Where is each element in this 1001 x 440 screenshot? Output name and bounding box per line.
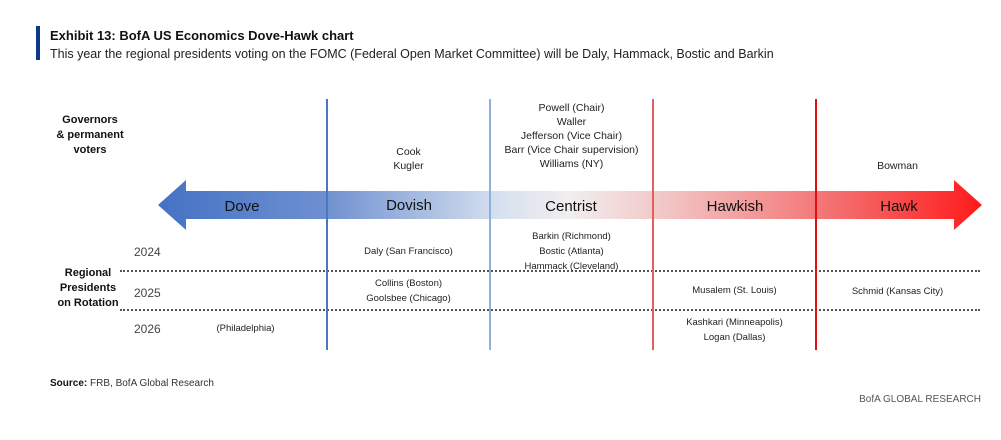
governors-row-label: Governors & permanent voters: [56, 114, 124, 156]
source-label: Source:: [50, 378, 88, 389]
regional-2025-hawk: Schmid (Kansas City): [851, 286, 944, 297]
year-2026: 2026: [134, 322, 161, 336]
divider-centrist: [489, 99, 491, 350]
regional-2024-dovish: Daly (San Francisco): [364, 246, 453, 257]
divider-hawk: [815, 99, 817, 350]
divider-hawkish: [652, 99, 654, 350]
category-dovish: Dovish: [386, 197, 432, 214]
source-note: Source: FRB, BofA Global Research: [50, 378, 214, 389]
exhibit-subtitle: This year the regional presidents voting…: [50, 47, 774, 61]
governors-centrist: Powell (Chair) Waller Jefferson (Vice Ch…: [504, 102, 639, 170]
dove-hawk-arrow: Dove Dovish Centrist Hawkish Hawk: [158, 180, 982, 230]
title-accent-bar: [36, 26, 40, 60]
category-hawkish: Hawkish: [707, 198, 764, 215]
divider-dovish: [326, 99, 328, 350]
governors-dovish: Cook Kugler: [393, 146, 424, 172]
regional-2025-dovish: Collins (Boston) Goolsbee (Chicago): [366, 278, 451, 304]
category-centrist: Centrist: [545, 198, 598, 215]
regional-2026-hawkish: Kashkari (Minneapolis) Logan (Dallas): [686, 317, 783, 343]
regional-2024-centrist: Barkin (Richmond) Bostic (Atlanta) Hamma…: [524, 231, 619, 272]
regional-row-label: Regional Presidents on Rotation: [57, 267, 119, 309]
regional-2026-dove: (Philadelphia): [216, 323, 275, 334]
source-text: FRB, BofA Global Research: [87, 378, 214, 389]
category-hawk: Hawk: [880, 198, 918, 215]
exhibit-title: Exhibit 13: BofA US Economics Dove-Hawk …: [50, 28, 354, 43]
regional-2025-hawkish: Musalem (St. Louis): [692, 285, 777, 296]
row-divider-2025-2026: [120, 309, 980, 311]
year-2024: 2024: [134, 245, 161, 259]
year-2025: 2025: [134, 286, 161, 300]
row-divider-2024-2025: [120, 270, 980, 272]
category-dove: Dove: [224, 198, 259, 215]
brand-footer: BofA GLOBAL RESEARCH: [859, 394, 981, 405]
governors-hawk: Bowman: [877, 160, 918, 172]
